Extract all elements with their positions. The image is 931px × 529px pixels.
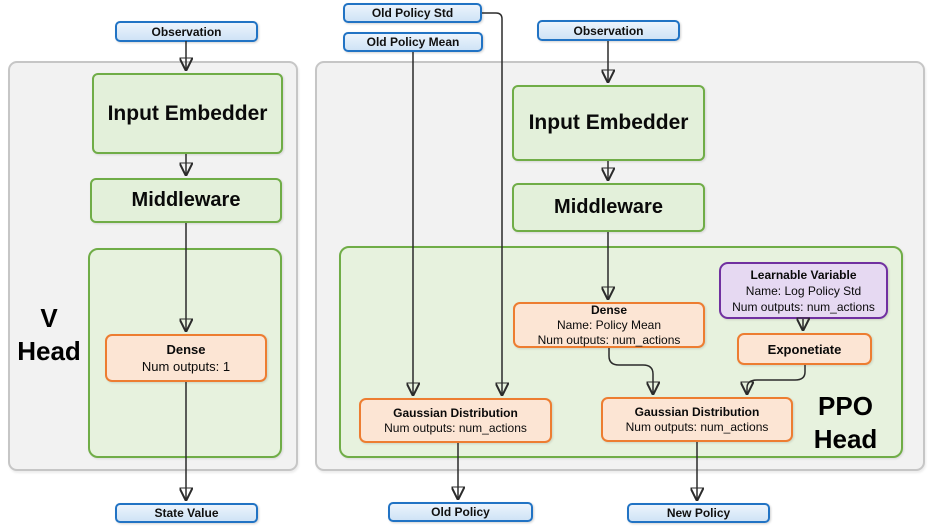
v-head-label-line1: V [40,303,58,333]
ppo-head-label: PPO Head [798,390,893,456]
v-middleware-label: Middleware [131,189,241,211]
ppo-head-label-line2: Head [813,424,878,454]
learnable-variable-name: Name: Log Policy Std [745,283,862,298]
old-policy-label: Old Policy [431,505,490,519]
ppo-dense-name: Name: Policy Mean [556,317,662,332]
ppo-middleware-label: Middleware [554,196,663,218]
v-middleware-node: Middleware [90,178,282,223]
ppo-head-label-line1: PPO [818,391,873,421]
old-policy-std-label: Old Policy Std [371,6,454,20]
gaussian-old-title: Gaussian Distribution [393,405,518,420]
ppo-dense-num-outputs: Num outputs: num_actions [537,332,681,347]
v-observation-node: Observation [115,21,258,42]
old-policy-std-node: Old Policy Std [343,3,482,23]
v-dense-num-outputs: Num outputs: 1 [141,359,231,374]
ppo-observation-node: Observation [537,20,680,41]
v-head-label: V Head [10,302,88,368]
ppo-input-embedder-label: Input Embedder [528,111,689,134]
v-dense-node: Dense Num outputs: 1 [105,334,267,382]
v-head-label-line2: Head [17,336,81,366]
new-policy-node: New Policy [627,503,770,523]
exponetiate-node: Exponetiate [737,333,872,365]
gaussian-distribution-new-node: Gaussian Distribution Num outputs: num_a… [601,397,793,442]
learnable-variable-title: Learnable Variable [750,267,857,282]
state-value-node: State Value [115,503,258,523]
old-policy-node: Old Policy [388,502,533,522]
exponetiate-label: Exponetiate [767,341,842,357]
state-value-label: State Value [154,506,219,520]
gaussian-distribution-old-node: Gaussian Distribution Num outputs: num_a… [359,398,552,443]
old-policy-mean-node: Old Policy Mean [343,32,483,52]
gaussian-new-num-outputs: Num outputs: num_actions [625,419,769,434]
ppo-observation-label: Observation [573,23,644,38]
learnable-variable-num-outputs: Num outputs: num_actions [732,299,875,314]
learnable-variable-node: Learnable Variable Name: Log Policy Std … [719,262,888,319]
ppo-middleware-node: Middleware [512,183,705,232]
ppo-dense-node: Dense Name: Policy Mean Num outputs: num… [513,302,705,348]
ppo-dense-title: Dense [590,302,628,317]
v-observation-label: Observation [151,24,222,39]
v-dense-title: Dense [166,342,206,357]
gaussian-old-num-outputs: Num outputs: num_actions [384,420,527,435]
v-input-embedder-node: Input Embedder [92,73,283,154]
v-input-embedder-label: Input Embedder [107,101,268,125]
old-policy-mean-label: Old Policy Mean [366,35,460,49]
ppo-input-embedder-node: Input Embedder [512,85,705,161]
gaussian-new-title: Gaussian Distribution [634,404,760,419]
new-policy-label: New Policy [666,506,731,520]
